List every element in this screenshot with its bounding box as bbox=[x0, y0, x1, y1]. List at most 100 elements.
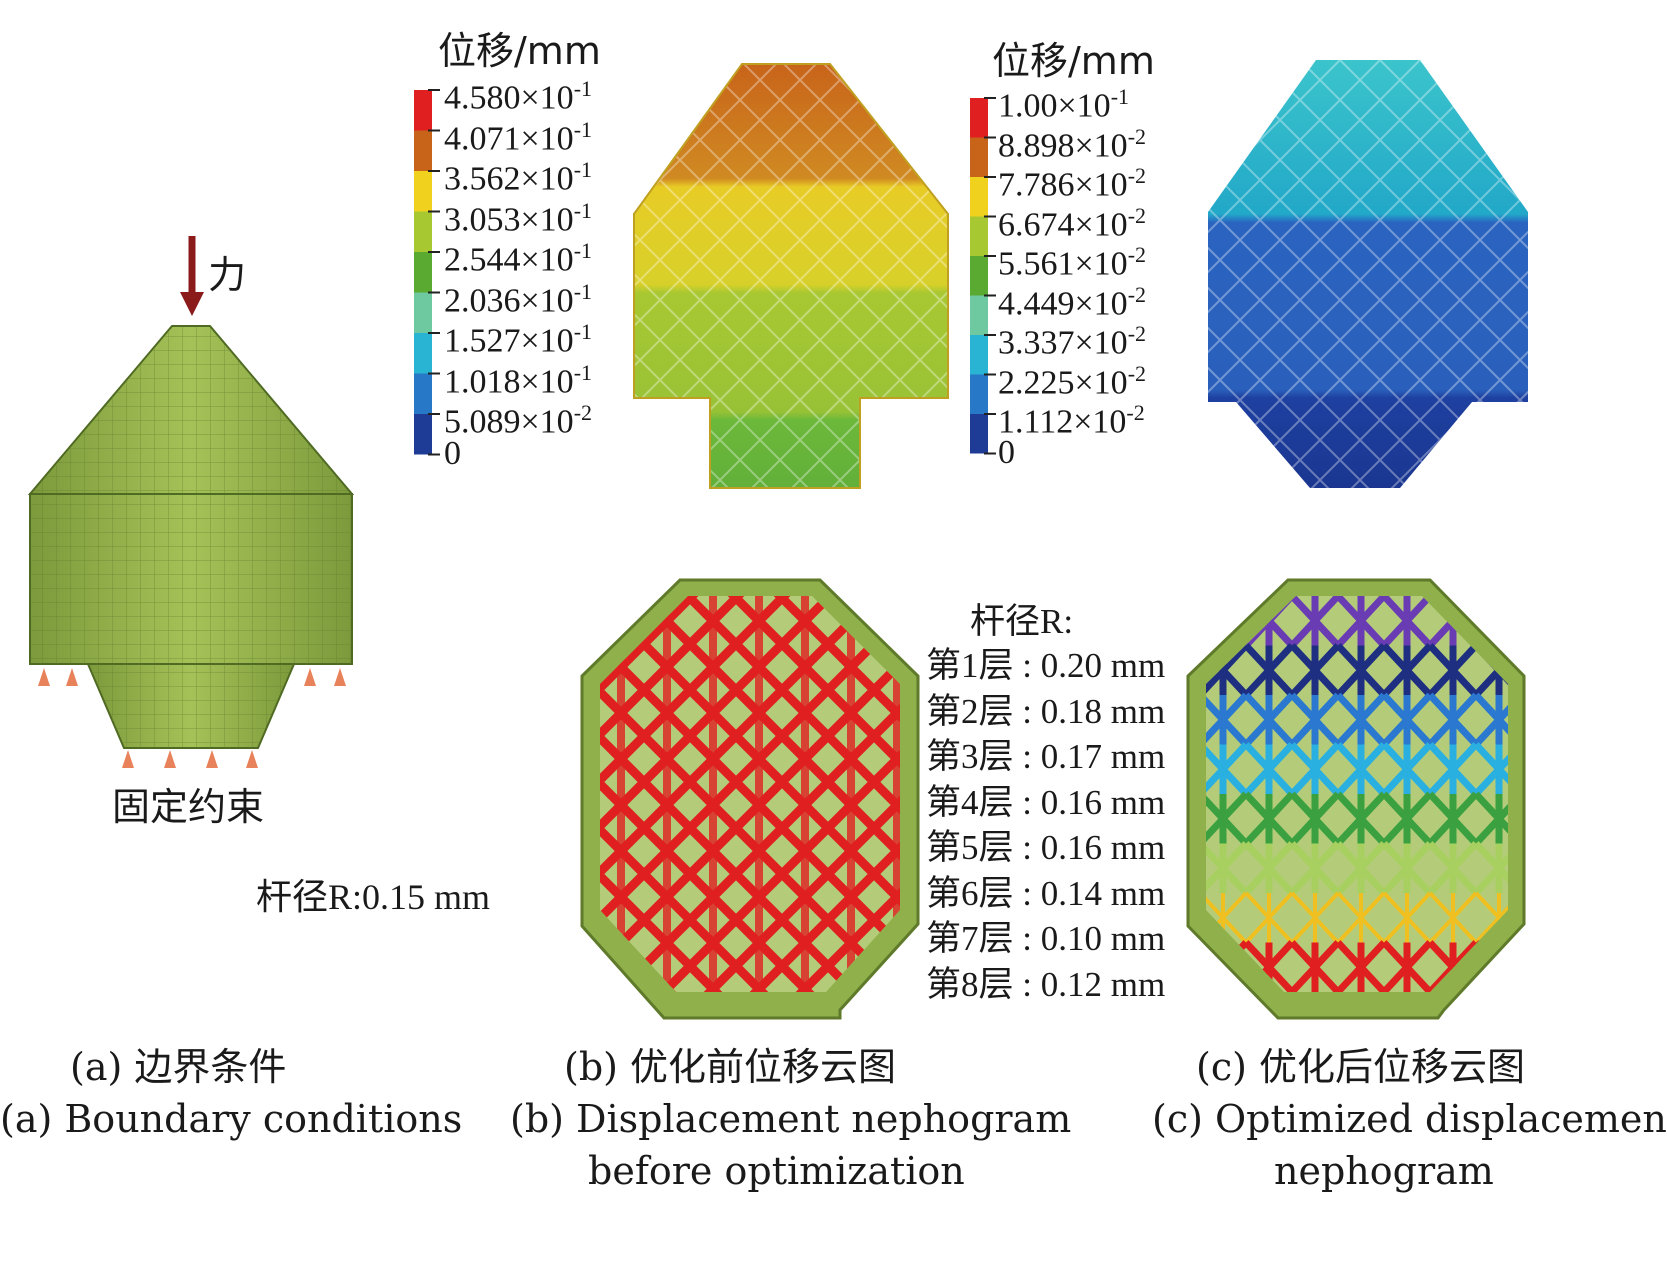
legend-label-value: 5.089×10 bbox=[444, 403, 574, 441]
legend-label: 6.674×10-2 bbox=[998, 199, 1146, 242]
legend-label-exponent: -2 bbox=[573, 400, 593, 425]
legend-label-exponent: -1 bbox=[573, 197, 593, 223]
lattice-before bbox=[580, 578, 920, 1020]
legend-label-value: 6.674×10 bbox=[998, 205, 1128, 243]
legend-label-value: 1.527×10 bbox=[444, 322, 574, 360]
legend-label-value: 3.337×10 bbox=[998, 324, 1128, 362]
legend-label-value: 2.544×10 bbox=[444, 241, 574, 279]
caption-c-en-1: (c) Optimized displacemen bbox=[1152, 1097, 1667, 1141]
legend-swatch bbox=[414, 171, 432, 212]
legend-label: 0 bbox=[998, 435, 1015, 470]
legend-label: 3.337×10-2 bbox=[998, 317, 1146, 360]
legend-label-value: 4.580×10 bbox=[444, 79, 574, 117]
rod-layer-item: 第3层 : 0.17 mm bbox=[926, 737, 1166, 776]
rod-layer-item: 第5层 : 0.16 mm bbox=[926, 828, 1166, 867]
legend-swatch bbox=[414, 414, 432, 455]
constraint-label: 固定约束 bbox=[112, 787, 265, 829]
force-arrow-icon bbox=[180, 236, 204, 316]
legend-label-value: 2.225×10 bbox=[998, 363, 1128, 401]
legend-swatch bbox=[970, 335, 988, 375]
lattice-after bbox=[1186, 578, 1526, 1020]
legend-swatch bbox=[970, 414, 988, 454]
legend-label-value: 0 bbox=[444, 434, 461, 472]
legend-label: 5.561×10-2 bbox=[998, 238, 1146, 281]
legend-swatch bbox=[414, 333, 432, 374]
legend-swatch bbox=[970, 295, 988, 335]
legend-label-exponent: -1 bbox=[573, 116, 593, 142]
legend-swatch bbox=[970, 374, 988, 414]
legend-label: 8.898×10-2 bbox=[998, 120, 1146, 163]
rod-layers-title: 杆径R: bbox=[970, 602, 1074, 641]
legend-label-exponent: -2 bbox=[1127, 281, 1147, 307]
rod-layer-item: 第8层 : 0.12 mm bbox=[926, 964, 1166, 1004]
legend-swatch bbox=[414, 252, 432, 293]
legend-label-value: 1.00×10 bbox=[998, 87, 1111, 125]
legend-swatch bbox=[414, 90, 432, 131]
caption-a-zh: (a) 边界条件 bbox=[70, 1045, 287, 1089]
legend-label-exponent: -2 bbox=[1127, 202, 1147, 228]
legend-label-value: 3.562×10 bbox=[444, 160, 574, 198]
legend-swatch bbox=[414, 211, 432, 252]
legend-label-value: 1.112×10 bbox=[998, 403, 1127, 441]
legend-swatch bbox=[970, 98, 988, 138]
legend-label-value: 7.786×10 bbox=[998, 166, 1128, 204]
legend-label-exponent: -2 bbox=[1127, 163, 1147, 188]
legend-label: 4.449×10-2 bbox=[998, 278, 1146, 321]
legend-label-value: 5.561×10 bbox=[998, 245, 1128, 283]
legend-label: 1.112×10-2 bbox=[998, 396, 1145, 439]
legend-swatch bbox=[970, 256, 988, 296]
rod-layer-item: 第4层 : 0.16 mm bbox=[926, 782, 1166, 822]
legend-label: 2.036×10-1 bbox=[444, 275, 592, 318]
legend-label: 4.071×10-1 bbox=[444, 113, 592, 156]
nephogram-before bbox=[633, 63, 949, 489]
legend-label: 4.580×10-1 bbox=[444, 72, 592, 115]
legend-label-exponent: -1 bbox=[573, 157, 593, 182]
legend-label-exponent: -1 bbox=[573, 76, 593, 101]
legend-c-colorbar bbox=[970, 97, 996, 455]
rod-layer-item: 第7层 : 0.10 mm bbox=[926, 919, 1166, 958]
legend-label-value: 3.053×10 bbox=[444, 200, 574, 238]
legend-label-value: 8.898×10 bbox=[998, 126, 1128, 164]
rod-layer-item: 第6层 : 0.14 mm bbox=[926, 873, 1166, 913]
caption-a-en: (a) Boundary conditions bbox=[0, 1097, 463, 1141]
legend-label-exponent: -1 bbox=[573, 359, 593, 385]
legend-label: 7.786×10-2 bbox=[998, 159, 1146, 202]
caption-b-en-1: (b) Displacement nephogram bbox=[510, 1097, 1072, 1141]
legend-swatch bbox=[970, 177, 988, 217]
legend-label-exponent: -1 bbox=[573, 319, 593, 344]
legend-label: 3.053×10-1 bbox=[444, 194, 592, 237]
rod-layer-item: 第2层 : 0.18 mm bbox=[926, 691, 1166, 731]
legend-label-exponent: -1 bbox=[573, 278, 593, 304]
legend-label-value: 4.449×10 bbox=[998, 284, 1128, 322]
rod-radius-label: 杆径R:0.15 mm bbox=[256, 877, 491, 917]
legend-label-value: 2.036×10 bbox=[444, 281, 574, 319]
legend-b-title: 位移/mm bbox=[438, 29, 601, 73]
legend-label-exponent: -2 bbox=[1126, 400, 1145, 425]
legend-label-value: 1.018×10 bbox=[444, 362, 574, 400]
legend-swatch bbox=[414, 130, 432, 171]
legend-label-exponent: -2 bbox=[1127, 360, 1147, 386]
support-triangles-icon bbox=[38, 668, 346, 768]
legend-label-value: 4.071×10 bbox=[444, 119, 574, 157]
caption-c-zh: (c) 优化后位移云图 bbox=[1196, 1045, 1526, 1089]
legend-c-title: 位移/mm bbox=[992, 39, 1155, 83]
legend-swatch bbox=[970, 216, 988, 256]
legend-label-exponent: -2 bbox=[1127, 242, 1147, 267]
caption-b-zh: (b) 优化前位移云图 bbox=[564, 1045, 897, 1089]
legend-label: 0 bbox=[444, 434, 461, 472]
boundary-model bbox=[27, 325, 355, 749]
force-label: 力 bbox=[208, 255, 247, 297]
legend-label-exponent: -2 bbox=[1127, 321, 1147, 346]
caption-c-en-2: nephogram bbox=[1274, 1149, 1494, 1193]
legend-label-exponent: -1 bbox=[1110, 84, 1130, 109]
legend-label: 1.00×10-1 bbox=[998, 80, 1129, 123]
legend-swatch bbox=[414, 373, 432, 414]
legend-swatch bbox=[970, 137, 988, 177]
legend-label: 1.527×10-1 bbox=[444, 315, 592, 358]
legend-label: 5.089×10-2 bbox=[444, 396, 592, 439]
legend-swatch bbox=[414, 292, 432, 333]
legend-label-exponent: -2 bbox=[1127, 123, 1147, 149]
legend-label: 3.562×10-1 bbox=[444, 153, 592, 196]
legend-label-exponent: -1 bbox=[573, 238, 593, 263]
legend-label: 2.544×10-1 bbox=[444, 234, 592, 277]
